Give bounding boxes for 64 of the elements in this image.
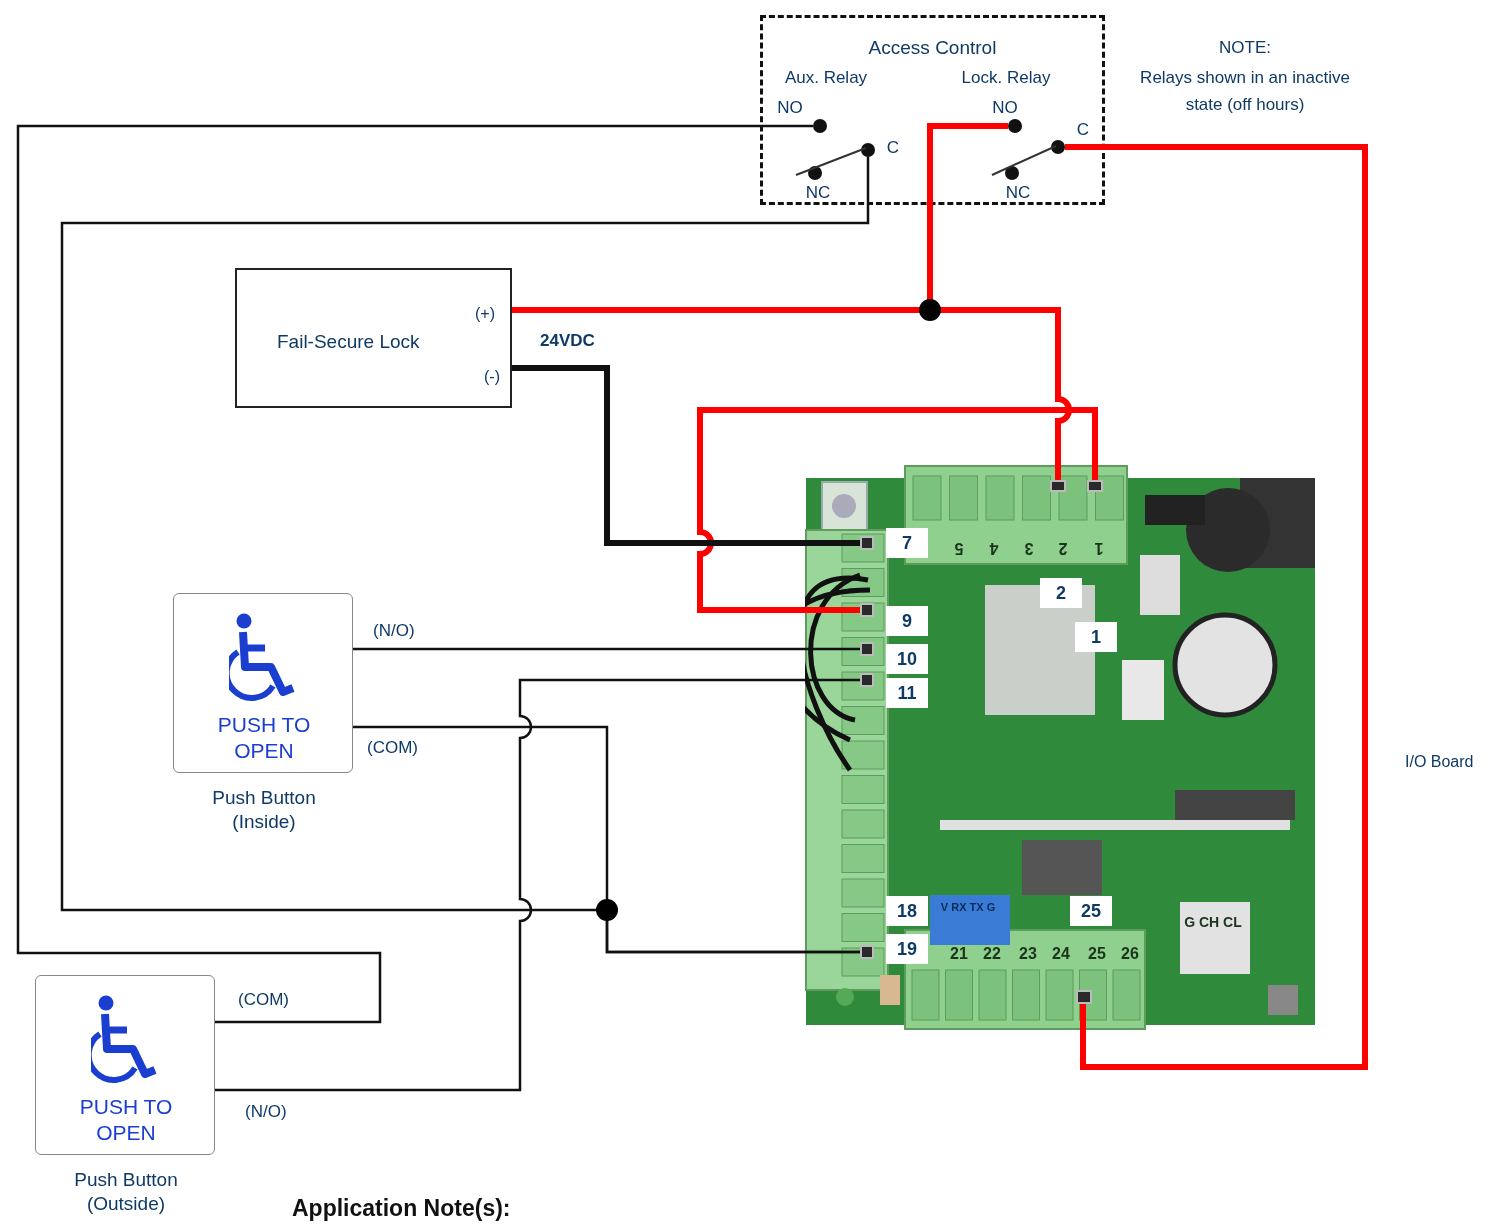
terminal-screw [1050,480,1066,492]
terminal-screw [860,642,874,656]
wire [512,365,860,546]
terminal-screw [1076,990,1092,1004]
edge-label: (COM) [238,990,289,1010]
terminal-number: 7 [886,528,928,558]
connector-marking: G CH CL [1184,913,1242,932]
terminal-number: 25 [1088,944,1106,964]
relay-label: NOTE: [1219,38,1271,58]
button-caption: PUSH TO OPEN [78,1094,174,1146]
terminal-number: 26 [1121,944,1139,964]
device-caption: Push Button (Inside) [211,786,317,834]
device-label: Fail-Secure Lock [277,332,420,352]
terminal-number: 11 [886,678,928,708]
note-text: Relays shown in an inactive state (off hours) [1139,67,1351,116]
wire [1065,144,1368,1070]
wire [697,407,1098,613]
enclosure-title: Access Control [867,38,998,58]
terminal-number: 5 [954,539,964,558]
terminal-number: 22 [983,944,1001,964]
relay-label: Aux. Relay [784,68,868,88]
terminal-number: 4 [989,539,999,558]
terminal-number: 24 [1052,944,1070,964]
section-heading: Application Note(s): [292,1194,511,1222]
terminal-number: 2 [1040,578,1082,608]
terminal-number: 25 [1070,896,1112,926]
voltage-label: 24VDC [540,331,595,351]
wire [16,124,813,1024]
contact-label: NO [777,98,803,118]
terminal-label: (-) [484,367,500,387]
terminal-number: 18 [886,896,928,926]
device-box [235,268,512,408]
edge-label: (COM) [367,738,418,758]
contact-label: NC [1005,183,1031,203]
terminal-screw [860,603,874,617]
terminal-number: 21 [950,944,968,964]
terminal-screw [1087,480,1103,492]
terminal-screw [860,673,874,687]
board-label: I/O Board [1405,752,1474,772]
edge-label: (N/O) [245,1102,287,1122]
contact-label: NO [992,98,1018,118]
terminal-screw [860,945,874,959]
wire [353,725,860,954]
terminal-number: 9 [886,606,928,636]
terminal-label: (+) [475,304,495,324]
contact-label: NC [805,183,831,203]
device-caption: Push Button (Outside) [73,1168,179,1216]
edge-label: (N/O) [373,621,415,641]
terminal-number: 2 [1058,539,1068,558]
contact-label: C [886,138,900,158]
terminal-number: 19 [886,934,928,964]
contact-label: C [1076,120,1090,140]
connector-marking: V RX TX G [940,900,996,915]
terminal-number: 1 [1094,539,1104,558]
terminal-screw [860,536,874,550]
wire [353,647,860,651]
terminal-number: 10 [886,644,928,674]
terminal-number: 1 [1075,622,1117,652]
button-caption: PUSH TO OPEN [216,712,312,764]
terminal-number: 3 [1024,539,1034,558]
wire [215,678,860,1092]
dashed-enclosure [760,15,1105,205]
terminal-number: 23 [1019,944,1037,964]
relay-label: Lock. Relay [961,68,1051,88]
